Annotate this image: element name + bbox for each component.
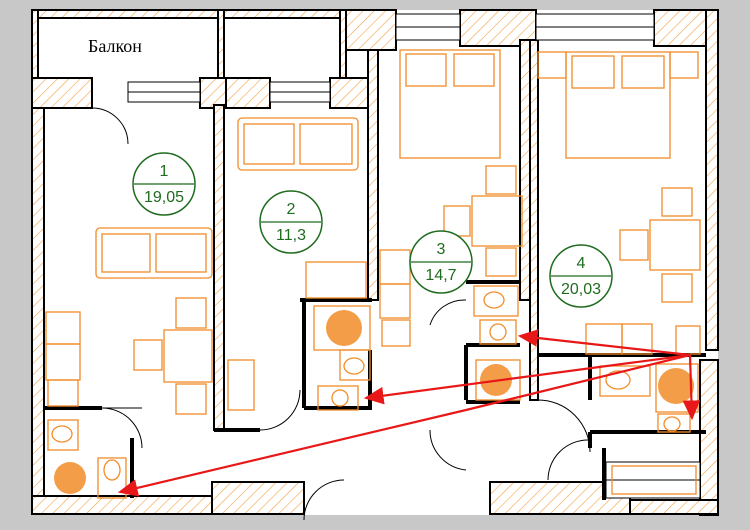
room-badge-1: 1 19,05 [132,152,196,216]
room-number: 3 [437,241,446,258]
windows [127,13,701,499]
room-area: 20,03 [561,281,601,298]
interior-walls [44,280,706,500]
room-number: 4 [577,255,586,272]
walls [31,9,719,516]
room-number: 2 [287,201,296,218]
room-area: 19,05 [144,189,184,206]
room-badge-3: 3 14,7 [409,230,473,294]
furniture [45,49,701,499]
room-number: 1 [160,163,169,180]
room-badge-2: 2 11,3 [259,190,323,254]
room-area: 14,7 [425,267,456,284]
arrows [117,329,701,497]
arrow [117,408,467,497]
arrow [363,353,691,405]
arrow [517,329,691,357]
arrow [682,354,701,421]
room-badge-4: 4 20,03 [549,244,613,308]
arrow [465,353,691,412]
room-area: 11,3 [276,227,306,244]
door-swings [91,107,591,521]
sinks [51,291,681,481]
room-badges: 1 19,05 2 11,3 3 14,7 4 20,03 [132,152,613,308]
balcony-label: Балкон [88,36,142,56]
